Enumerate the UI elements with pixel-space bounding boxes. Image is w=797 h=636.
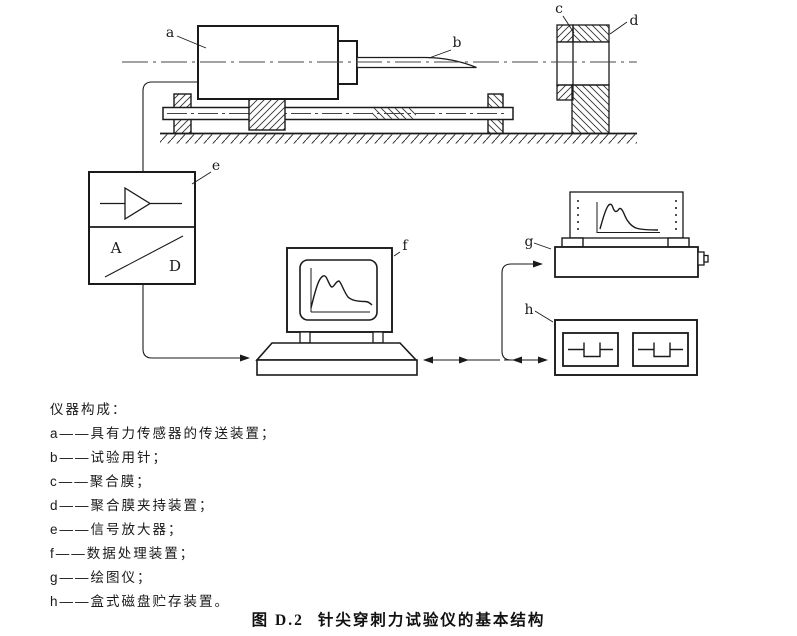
leader-a — [176, 35, 207, 49]
ad-converter-section: A D — [104, 235, 184, 278]
storage-device — [554, 319, 698, 376]
arrow-e-f — [240, 354, 250, 362]
arrow-to-computer — [423, 356, 433, 364]
ad-diagonal — [104, 235, 184, 278]
legend-item-b: b——试验用针； — [50, 450, 169, 465]
clamp-base-block — [571, 84, 610, 135]
figure-title: 针尖穿刺力试验仪的基本结构 — [317, 612, 546, 629]
paper-perforations — [577, 200, 677, 230]
arrow-to-plotter — [533, 260, 543, 268]
label-c: c — [555, 1, 563, 17]
screen-force-curve — [310, 268, 373, 313]
keyboard-top — [255, 342, 418, 361]
ground-hatch — [160, 134, 637, 144]
data-link-f-h — [423, 356, 548, 364]
ground — [160, 132, 637, 144]
test-needle — [356, 56, 477, 69]
legend-title: 仪器构成： — [50, 402, 128, 417]
coupling — [337, 40, 358, 85]
legend: 仪器构成： a——具有力传感器的传送装置； b——试验用针； c——聚合膜； d… — [50, 398, 277, 614]
arrow-to-branch — [459, 356, 469, 364]
keyboard-front — [256, 359, 418, 376]
label-d: d — [630, 13, 639, 29]
wire-e-f — [142, 284, 250, 362]
carriage-nut — [248, 97, 286, 131]
plotter-knob-tip — [703, 254, 709, 263]
signal-wire-a-e — [142, 81, 198, 172]
legend-item-d: d——聚合膜夹持装置； — [50, 498, 215, 513]
polymer-film-bottom — [556, 84, 574, 101]
label-e: e — [212, 158, 220, 174]
leader-e — [191, 171, 212, 185]
plotter-curve — [596, 202, 660, 233]
film-clamp-assembly — [556, 24, 610, 135]
lead-screw — [162, 106, 514, 121]
legend-item-c: c——聚合膜； — [50, 474, 152, 489]
arrow-from-storage — [512, 356, 522, 364]
leader-h — [534, 310, 554, 323]
amplifier-box: A D — [88, 171, 196, 285]
monitor-screen — [299, 259, 378, 321]
legend-item-e: e——信号放大器； — [50, 522, 184, 537]
ad-digital-label: D — [169, 257, 181, 275]
clamp-window — [556, 41, 610, 86]
leader-b — [428, 49, 452, 59]
label-a: a — [166, 25, 174, 41]
amplifier-symbol — [100, 186, 182, 221]
plotter — [554, 191, 709, 278]
label-f: f — [402, 238, 409, 254]
legend-item-f: f——数据处理装置； — [50, 546, 196, 561]
leader-f — [393, 251, 401, 257]
monitor-stand-left — [299, 331, 311, 344]
monitor-stand-right — [372, 331, 384, 344]
label-g: g — [525, 234, 534, 250]
transmission-device-box — [197, 25, 339, 100]
cassette-symbol-2 — [638, 342, 683, 358]
plotter-foot-right — [667, 237, 690, 248]
legend-item-h: h——盒式磁盘贮存装置。 — [50, 594, 231, 609]
ad-analog-label: A — [110, 239, 122, 257]
legend-item-a: a——具有力传感器的传送装置； — [50, 426, 277, 441]
branch-wire-g — [501, 260, 543, 361]
plotter-base — [554, 246, 699, 278]
plotter-knob — [697, 251, 705, 266]
plotter-paper — [569, 191, 684, 239]
leader-g — [533, 242, 552, 250]
label-h: h — [524, 302, 533, 318]
instrument-structure-diagram: A D — [88, 1, 709, 376]
part-labels: a b c d e f g h — [166, 1, 639, 318]
arrow-to-storage — [538, 356, 548, 364]
figure-caption: 图 D.2 针尖穿刺力试验仪的基本结构 — [0, 608, 797, 630]
computer — [255, 247, 418, 376]
leader-c — [562, 15, 575, 34]
label-b: b — [453, 35, 462, 51]
legend-item-g: g——绘图仪； — [50, 570, 153, 585]
leader-d — [609, 21, 628, 35]
clamp-top-arm — [572, 24, 610, 43]
plotter-foot-left — [561, 237, 584, 248]
leader-lines — [176, 15, 628, 323]
cassette-symbol-1 — [568, 342, 613, 358]
figure-number: 图 D.2 — [251, 612, 304, 629]
